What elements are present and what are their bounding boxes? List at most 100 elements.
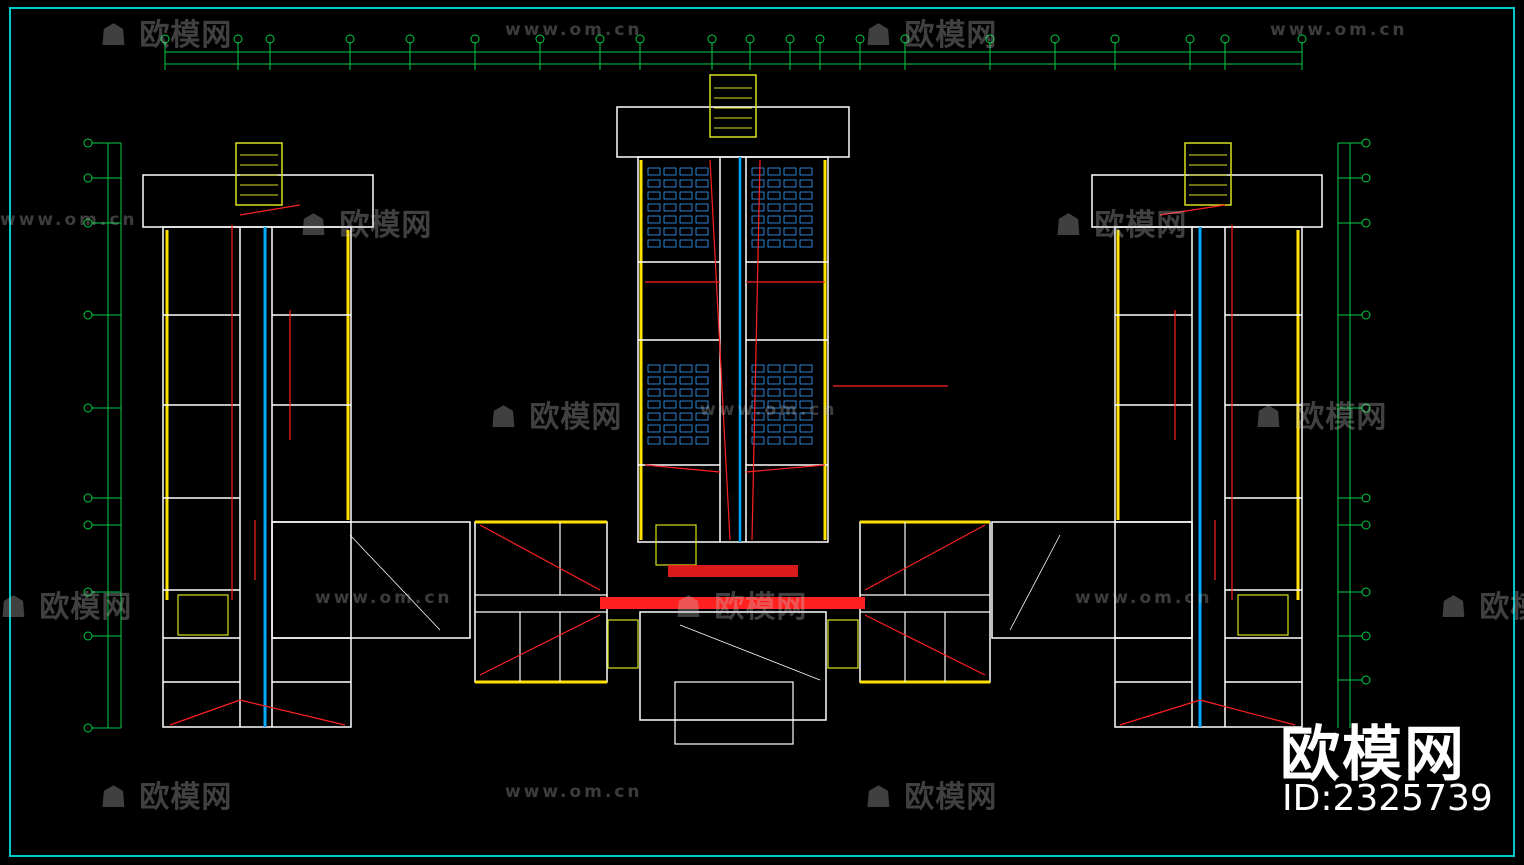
axis-bubble: [83, 138, 93, 148]
desk: [767, 436, 781, 445]
axis-bubble: [635, 34, 645, 44]
axis-bubble: [233, 34, 243, 44]
axis-bubble: [535, 34, 545, 44]
desk: [751, 412, 765, 421]
axis-bubble: [83, 723, 93, 733]
desk: [799, 412, 813, 421]
axis-bubble: [265, 34, 275, 44]
desk: [663, 412, 677, 421]
desk: [663, 400, 677, 409]
axis-bubble: [1220, 34, 1230, 44]
axis-bubble: [1361, 218, 1371, 228]
axis-bubble: [1361, 493, 1371, 503]
desk: [799, 424, 813, 433]
desk: [679, 424, 693, 433]
desk: [647, 203, 661, 212]
desk: [679, 203, 693, 212]
watermark-logo: ☗ 欧模网: [100, 18, 233, 53]
axis-bubble: [1361, 587, 1371, 597]
desk: [767, 191, 781, 200]
watermark-url: www.om.cn: [1270, 20, 1408, 40]
desk: [663, 239, 677, 248]
axis-bubble: [1361, 520, 1371, 530]
axis-bubble: [83, 310, 93, 320]
brand-logo-text: 欧模网: [1280, 720, 1466, 790]
axis-bubble: [405, 34, 415, 44]
axis-bubble: [595, 34, 605, 44]
axis-bubble: [745, 34, 755, 44]
desk: [647, 239, 661, 248]
desk: [679, 215, 693, 224]
desk: [679, 436, 693, 445]
desk: [767, 388, 781, 397]
desk: [783, 239, 797, 248]
desk: [679, 227, 693, 236]
watermark-logo: ☗ 欧模网: [300, 208, 433, 243]
axis-bubble: [1050, 34, 1060, 44]
desk: [663, 376, 677, 385]
axis-bubble: [985, 34, 995, 44]
desk: [751, 215, 765, 224]
desk: [695, 424, 709, 433]
desk: [695, 215, 709, 224]
axis-bubble: [785, 34, 795, 44]
desk: [799, 191, 813, 200]
desk: [679, 376, 693, 385]
desk: [695, 239, 709, 248]
watermark-logo: ☗ 欧模网: [100, 780, 233, 815]
desk: [767, 400, 781, 409]
desk: [799, 167, 813, 176]
axis-bubble: [900, 34, 910, 44]
watermark-url: www.om.cn: [315, 588, 453, 608]
desk: [695, 167, 709, 176]
axis-bubble: [1297, 34, 1307, 44]
desk: [767, 203, 781, 212]
desk: [751, 388, 765, 397]
desk: [695, 191, 709, 200]
center-block: [474, 74, 991, 745]
desk: [679, 412, 693, 421]
watermark-url: www.om.cn: [505, 20, 643, 40]
axis-bubble: [83, 520, 93, 530]
axis-bubble: [1110, 34, 1120, 44]
desk: [695, 388, 709, 397]
desk: [767, 424, 781, 433]
axis-bubble: [1361, 310, 1371, 320]
desk: [751, 376, 765, 385]
desk: [647, 412, 661, 421]
desk: [695, 203, 709, 212]
desk: [695, 227, 709, 236]
desk: [647, 364, 661, 373]
desk: [783, 376, 797, 385]
desk: [783, 227, 797, 236]
watermark-logo: ☗ 欧模网: [1440, 590, 1524, 625]
desk: [783, 400, 797, 409]
desk: [679, 364, 693, 373]
right-wing: [991, 142, 1323, 728]
desk: [647, 400, 661, 409]
desk: [679, 167, 693, 176]
axis-bubble: [83, 631, 93, 641]
desk: [647, 436, 661, 445]
desk: [647, 388, 661, 397]
desk: [767, 376, 781, 385]
axis-bubble: [345, 34, 355, 44]
watermark-logo: ☗ 欧模网: [675, 590, 808, 625]
axis-bubble: [1361, 138, 1371, 148]
watermark-logo: ☗ 欧模网: [490, 400, 623, 435]
desk: [751, 191, 765, 200]
desk: [751, 167, 765, 176]
desk: [663, 179, 677, 188]
desk: [751, 436, 765, 445]
desk: [799, 436, 813, 445]
drawing-frame: [9, 7, 1515, 857]
desk: [679, 179, 693, 188]
axis-bubble: [1185, 34, 1195, 44]
axis-bubble: [83, 493, 93, 503]
desk: [767, 167, 781, 176]
desk: [663, 388, 677, 397]
desk: [663, 364, 677, 373]
desk: [647, 179, 661, 188]
desk: [799, 227, 813, 236]
desk: [663, 167, 677, 176]
